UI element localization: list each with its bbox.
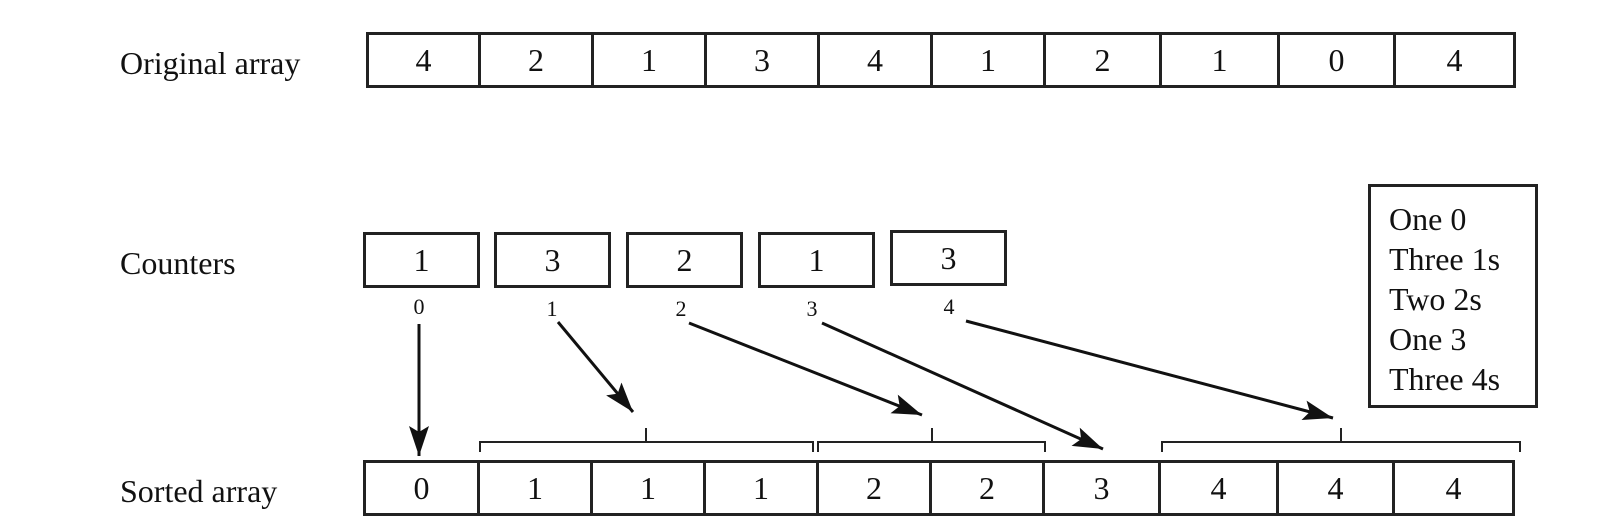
original-array-label: Original array <box>120 45 301 81</box>
summary-line-3: One 3 <box>1389 321 1467 357</box>
sorted-cell: 4 <box>1392 460 1515 516</box>
counter-box-1: 3 <box>494 232 611 288</box>
original-cell: 1 <box>930 32 1046 88</box>
counter-box-2: 2 <box>626 232 743 288</box>
original-cell: 2 <box>1043 32 1162 88</box>
sorted-cell: 2 <box>816 460 932 516</box>
counter-index-4: 4 <box>943 294 955 319</box>
original-array: 4 2 1 3 4 1 2 1 0 4 <box>366 32 1516 88</box>
summary-line-0: One 0 <box>1389 201 1467 237</box>
summary-line-1: Three 1s <box>1389 241 1501 277</box>
sorted-array: 0 1 1 1 2 2 3 4 4 4 <box>363 460 1515 516</box>
sorted-cell: 4 <box>1276 460 1395 516</box>
arrow-3 <box>821 321 1104 451</box>
counter-index-2: 2 <box>675 296 687 321</box>
bracket-twos <box>817 428 1046 452</box>
counter-index-0: 0 <box>413 294 425 319</box>
sorted-array-label: Sorted array <box>120 473 278 509</box>
original-cell: 4 <box>1393 32 1516 88</box>
counter-index-3: 3 <box>806 296 818 321</box>
arrow-1 <box>556 321 635 413</box>
original-cell: 2 <box>478 32 594 88</box>
sorted-cell: 0 <box>363 460 480 516</box>
sorted-cell: 4 <box>1158 460 1279 516</box>
counter-box-3: 1 <box>758 232 875 288</box>
original-cell: 0 <box>1277 32 1396 88</box>
original-cell: 1 <box>1159 32 1280 88</box>
counter-box-4: 3 <box>890 230 1007 286</box>
sorted-cell: 1 <box>477 460 593 516</box>
bracket-ones <box>479 428 814 452</box>
summary-line-2: Two 2s <box>1389 281 1482 317</box>
summary-line-4: Three 4s <box>1389 361 1501 397</box>
counter-index-1: 1 <box>546 296 558 321</box>
counter-box-0: 1 <box>363 232 480 288</box>
arrow-2 <box>688 321 923 417</box>
arrow-4 <box>965 319 1334 421</box>
summary-box: One 0 Three 1s Two 2s One 3 Three 4s <box>1368 184 1538 408</box>
bracket-fours <box>1161 428 1521 452</box>
sorted-cell: 2 <box>929 460 1045 516</box>
counters-label: Counters <box>120 245 236 281</box>
